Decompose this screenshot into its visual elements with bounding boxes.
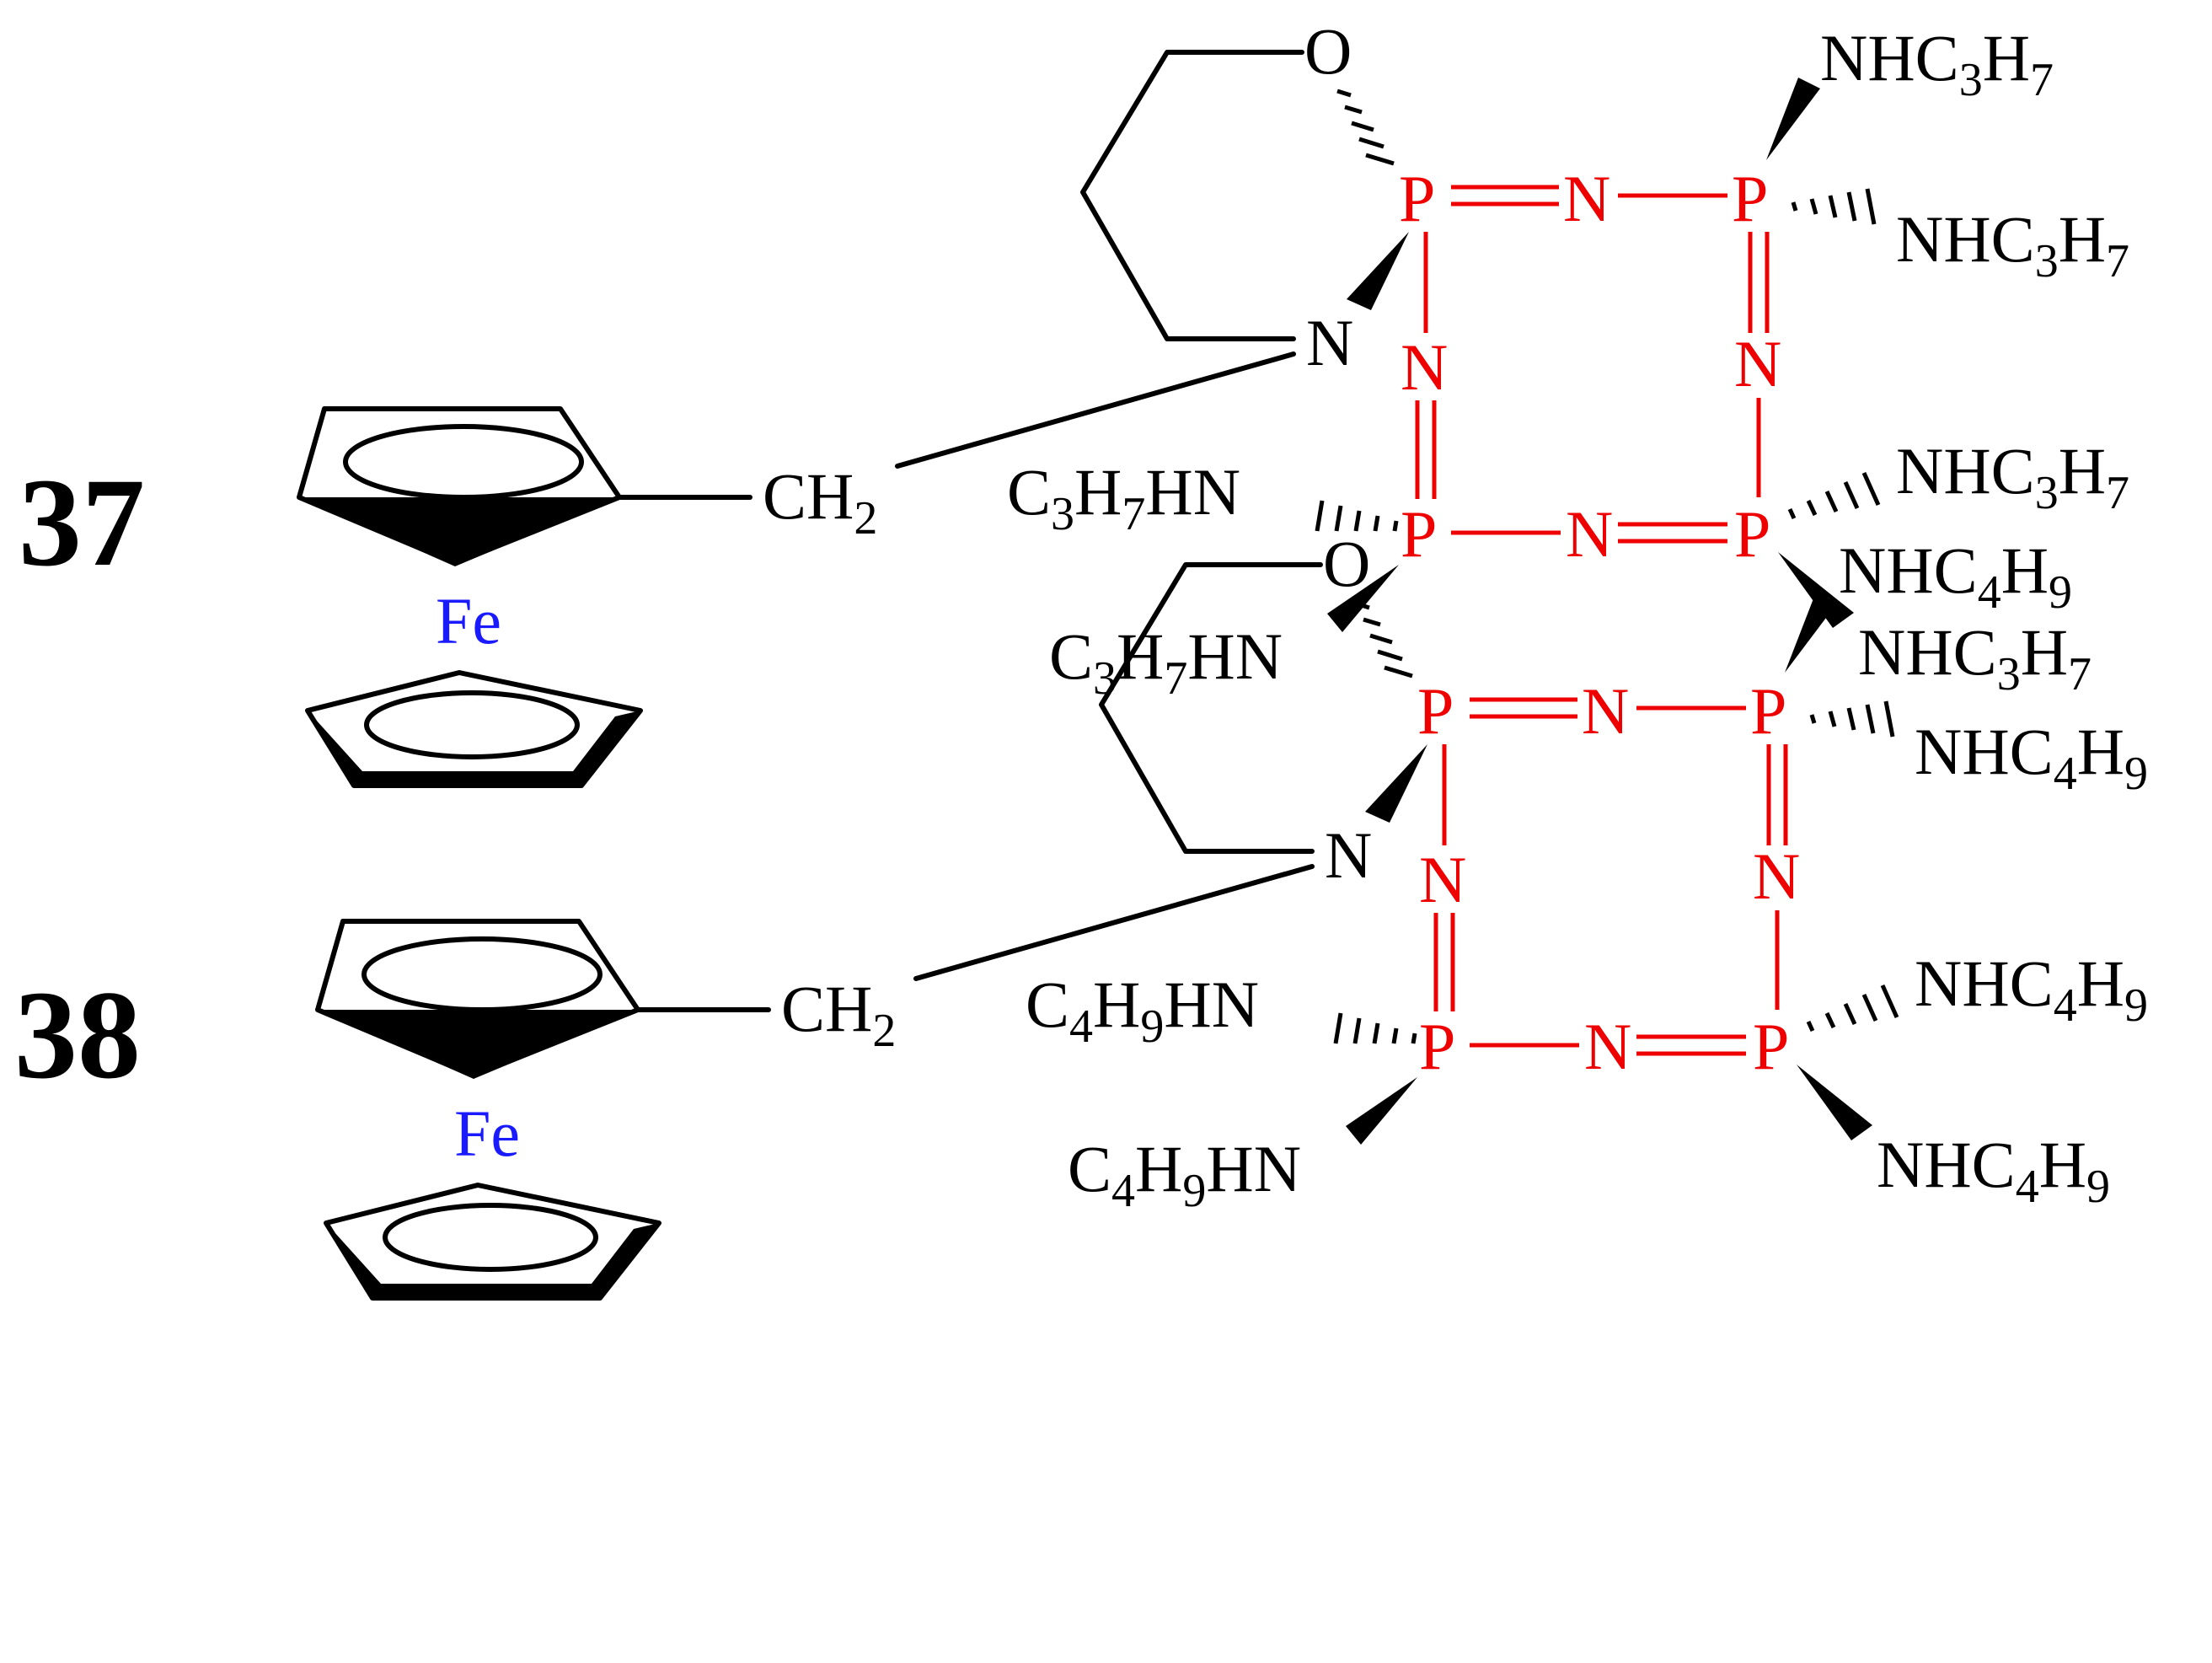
n-atom-1: N bbox=[1582, 674, 1629, 748]
hash-p4-left bbox=[1333, 1012, 1417, 1044]
wedge-p4-down bbox=[1346, 1077, 1417, 1145]
aromatic-circle-bottom bbox=[383, 1203, 598, 1272]
ferrocene: Fe bbox=[297, 406, 643, 788]
iron-atom: Fe bbox=[436, 584, 501, 657]
p-atom-2: P bbox=[1750, 674, 1786, 748]
substituent-p3-right: NHC4H9 bbox=[1915, 947, 2148, 1032]
hash-p2-right bbox=[1809, 700, 1895, 738]
aromatic-circle-bottom bbox=[364, 690, 580, 759]
n-atom-2: N bbox=[1734, 327, 1781, 400]
wedge-p2-up bbox=[1766, 78, 1820, 160]
hash-p2-right bbox=[1791, 188, 1877, 225]
ring-nitrogen: N bbox=[1306, 306, 1353, 379]
aromatic-circle-top bbox=[343, 424, 584, 500]
compound-37: 37 Fe CH2 O N P N P N P N P bbox=[19, 14, 2129, 788]
n-atom-3: N bbox=[1584, 1010, 1631, 1083]
ring-p-o-hash bbox=[1336, 89, 1395, 166]
n-atom-2: N bbox=[1753, 840, 1800, 913]
oxazaphosphinane-ring: O N bbox=[1080, 14, 1353, 379]
wedge-p4-down bbox=[1327, 565, 1399, 632]
ch2-label: CH2 bbox=[763, 459, 877, 544]
wedge-p3-down bbox=[1797, 1065, 1872, 1140]
oxazaphosphinane-ring: O N bbox=[1099, 527, 1372, 892]
ring-oxygen: O bbox=[1304, 14, 1352, 88]
ring-nitrogen: N bbox=[1325, 818, 1372, 892]
p-atom-3: P bbox=[1753, 1010, 1789, 1083]
cp-wedge-top bbox=[318, 1010, 638, 1079]
phosphazene-ring: P N P N P N P N bbox=[1399, 162, 1781, 571]
n-atom-1: N bbox=[1563, 162, 1610, 235]
cp-wedge-top bbox=[299, 497, 619, 566]
wedge-p2-up bbox=[1785, 590, 1839, 673]
ch2-label: CH2 bbox=[781, 972, 896, 1057]
n-atom-4: N bbox=[1401, 330, 1448, 404]
n-atom-4: N bbox=[1419, 843, 1466, 916]
substituent-p4-bottom: C4H9HN bbox=[1068, 1132, 1301, 1217]
ring-p-n-wedge bbox=[1365, 744, 1427, 823]
substituent-p4-bottom: C3H7HN bbox=[1049, 620, 1283, 705]
substituent-p2-top: NHC3H7 bbox=[1820, 21, 2054, 106]
p-atom-4: P bbox=[1419, 1010, 1455, 1083]
wedge-p3-down bbox=[1778, 552, 1854, 628]
ferrocene: Fe bbox=[315, 919, 661, 1301]
substituent-p3-bottom: NHC4H9 bbox=[1877, 1128, 2110, 1213]
n-atom-3: N bbox=[1566, 497, 1613, 571]
p-atom-4: P bbox=[1401, 497, 1437, 571]
iron-atom: Fe bbox=[454, 1097, 520, 1170]
substituent-p3-right: NHC3H7 bbox=[1896, 434, 2129, 519]
p-atom-2: P bbox=[1732, 162, 1768, 235]
hash-p4-left bbox=[1315, 500, 1399, 532]
aromatic-circle-top bbox=[362, 936, 603, 1012]
bond-ch2-n bbox=[913, 864, 1315, 981]
substituent-p4-left: C4H9HN bbox=[1026, 968, 1259, 1053]
ring-oxygen: O bbox=[1323, 527, 1370, 600]
hash-p3-right bbox=[1806, 984, 1899, 1033]
compound-38: 38 Fe CH2 O N P N P N P N P N bbox=[14, 527, 2148, 1301]
substituent-p4-left: C3H7HN bbox=[1007, 455, 1240, 540]
compound-number: 37 bbox=[19, 453, 145, 593]
substituent-p2-right: NHC3H7 bbox=[1896, 202, 2129, 287]
substituent-p2-right: NHC4H9 bbox=[1915, 715, 2148, 800]
ring-p-o-hash bbox=[1355, 601, 1413, 679]
p-atom-1: P bbox=[1417, 674, 1454, 748]
phosphazene-ring: P N P N P N P N bbox=[1417, 674, 1800, 1083]
substituent-p3-bottom: NHC3H7 bbox=[1858, 615, 2091, 700]
substituent-p2-top: NHC4H9 bbox=[1839, 534, 2072, 619]
compound-number: 38 bbox=[14, 965, 141, 1105]
p-atom-1: P bbox=[1399, 162, 1435, 235]
hash-p3-right bbox=[1787, 471, 1881, 520]
ring-p-n-wedge bbox=[1347, 232, 1409, 310]
bond-ch2-n bbox=[895, 351, 1296, 469]
p-atom-3: P bbox=[1734, 497, 1770, 571]
